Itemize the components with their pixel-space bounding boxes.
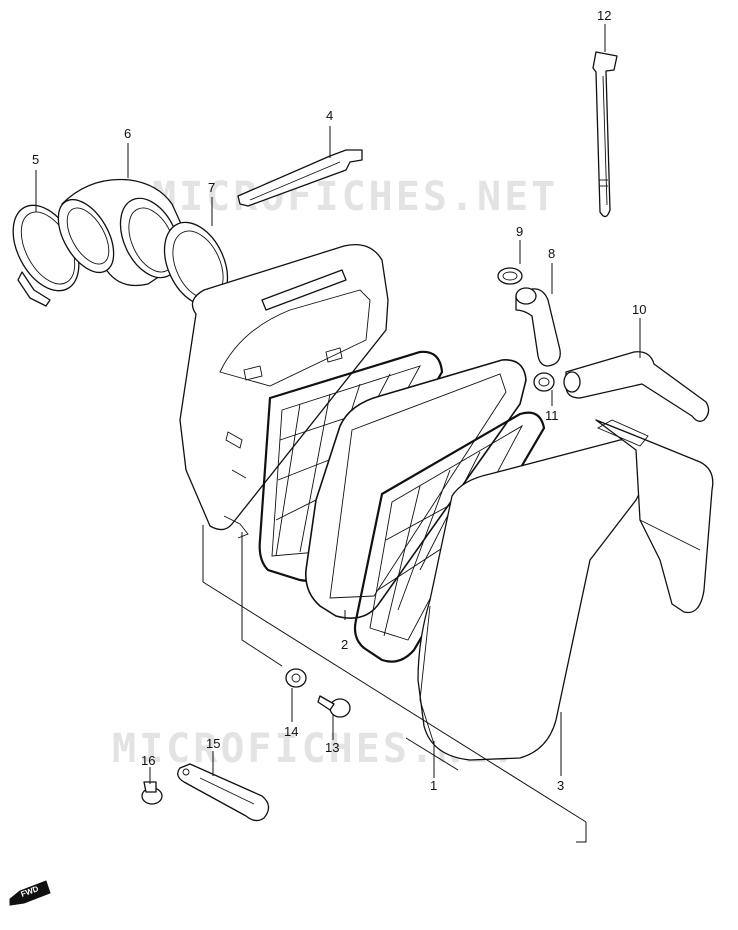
part-13-screw — [317, 695, 351, 718]
part-2-foam-element — [304, 359, 527, 619]
callout-12: 12 — [597, 8, 611, 23]
callout-5: 5 — [32, 152, 39, 167]
fwd-arrow: FWD — [9, 880, 51, 906]
callout-9: 9 — [516, 224, 523, 239]
callout-15: 15 — [206, 736, 220, 751]
callout-10: 10 — [632, 302, 646, 317]
part-4-bracket — [237, 149, 363, 207]
callout-1: 1 — [430, 778, 437, 793]
callout-7: 7 — [208, 180, 215, 195]
part-8-hose — [515, 287, 561, 367]
part-1-case — [179, 243, 389, 539]
leader-lines — [35, 24, 641, 784]
callout-14: 14 — [284, 724, 298, 739]
callout-6: 6 — [124, 126, 131, 141]
part-7-seal — [163, 221, 229, 307]
part-12-strap — [592, 51, 618, 218]
assembly-reference-lines — [202, 525, 587, 843]
watermark-top: MICROFICHES.NET — [152, 174, 558, 220]
callout-4: 4 — [326, 108, 333, 123]
callout-16: 16 — [141, 753, 155, 768]
callout-11: 11 — [545, 408, 559, 423]
part-10-breather-hose — [563, 351, 710, 422]
part-16-screw — [141, 781, 163, 805]
callout-8: 8 — [548, 246, 555, 261]
callout-3: 3 — [557, 778, 564, 793]
callout-13: 13 — [325, 740, 339, 755]
part-11-clip — [533, 372, 555, 392]
callout-2: 2 — [341, 637, 348, 652]
part-15-strap — [177, 763, 270, 822]
part-14-washer — [285, 668, 307, 688]
part-9-clip — [497, 267, 523, 285]
part-3-cover — [417, 419, 714, 761]
